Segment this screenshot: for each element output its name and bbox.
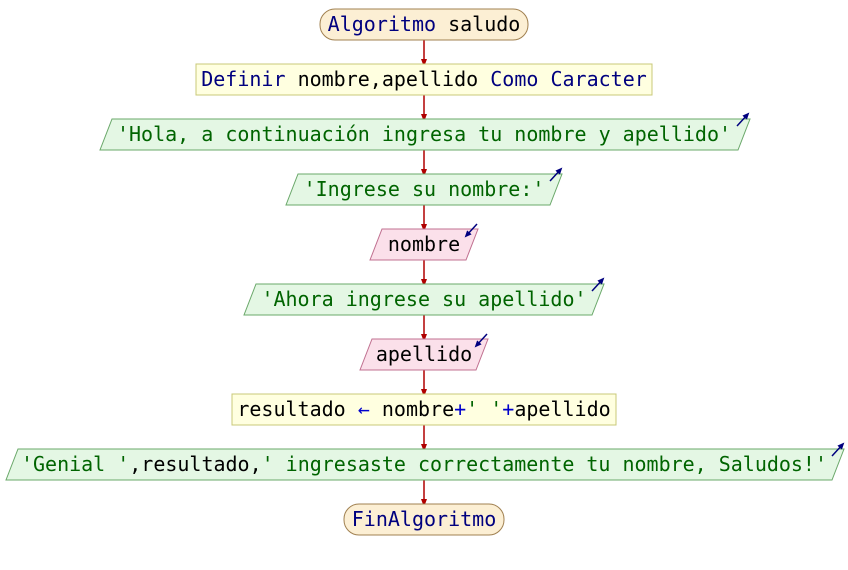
output-var: resultado: [141, 452, 249, 476]
input-nombre: nombre: [369, 223, 479, 261]
keyword-finalgoritmo: FinAlgoritmo: [352, 507, 497, 531]
svg-text:'Genial ',resultado,' ingresas: 'Genial ',resultado,' ingresaste correct…: [21, 452, 827, 476]
keyword-como: Como: [490, 67, 538, 91]
algorithm-name: saludo: [448, 12, 520, 36]
assign-plus: +: [454, 397, 466, 421]
define-process: Definir nombre,apellido Como Caracter: [195, 63, 653, 96]
assign-process: resultado ← nombre+' '+apellido: [231, 393, 617, 426]
output-ingrese-apellido: 'Ahora ingrese su apellido': [243, 277, 605, 316]
output-string: 'Genial ': [21, 452, 129, 476]
svg-text:Algoritmo saludo: Algoritmo saludo: [328, 12, 521, 36]
keyword-definir: Definir: [201, 67, 285, 91]
output-arrow-icon: [736, 112, 750, 127]
assign-plus: +: [502, 397, 514, 421]
svg-text:Definir nombre,apellido Como C: Definir nombre,apellido Como Caracter: [201, 67, 647, 91]
assign-target: resultado: [237, 397, 345, 421]
input-var: apellido: [376, 342, 472, 366]
output-ingrese-nombre: 'Ingrese su nombre:': [285, 167, 563, 206]
output-sep: ,: [129, 452, 141, 476]
type-name: Caracter: [550, 67, 646, 91]
output-hola: 'Hola, a continuación ingresa tu nombre …: [99, 112, 751, 151]
output-text: 'Ahora ingrese su apellido': [261, 287, 586, 311]
assign-arrow: ←: [358, 397, 370, 421]
input-arrow-icon: [464, 223, 478, 238]
defined-vars: nombre,apellido: [298, 67, 479, 91]
assign-var2: apellido: [514, 397, 610, 421]
output-string: ' ingresaste correctamente tu nombre, Sa…: [262, 452, 827, 476]
output-arrow-icon: [831, 442, 845, 457]
output-sep: ,: [250, 452, 262, 476]
output-arrow-icon: [591, 277, 605, 292]
output-text: 'Hola, a continuación ingresa tu nombre …: [117, 122, 731, 146]
end-terminal: FinAlgoritmo: [343, 503, 505, 536]
input-var: nombre: [388, 232, 460, 256]
output-genial: 'Genial ',resultado,' ingresaste correct…: [5, 442, 845, 481]
start-terminal: Algoritmo saludo: [319, 8, 529, 41]
input-arrow-icon: [474, 333, 488, 348]
output-arrow-icon: [549, 167, 563, 182]
keyword-algoritmo: Algoritmo: [328, 12, 436, 36]
assign-var1: nombre: [382, 397, 454, 421]
input-apellido: apellido: [359, 333, 489, 371]
svg-text:resultado ← nombre+' '+apellid: resultado ← nombre+' '+apellido: [237, 397, 610, 421]
assign-string: ' ': [466, 397, 502, 421]
output-text: 'Ingrese su nombre:': [304, 177, 545, 201]
